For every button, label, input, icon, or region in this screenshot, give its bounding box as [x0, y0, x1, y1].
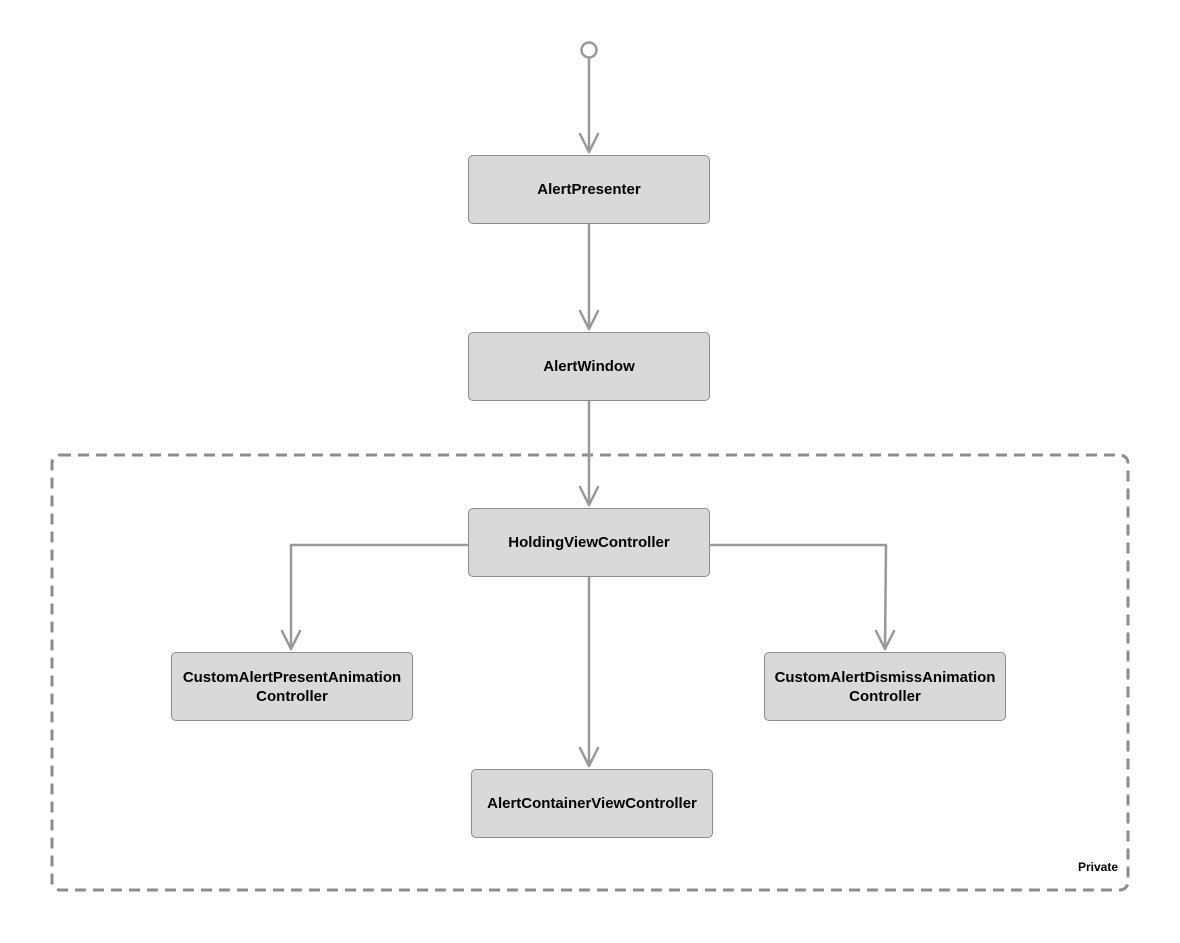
- node-dismiss-anim-label-line1: CustomAlertDismissAnimation: [774, 668, 996, 686]
- node-alert-container-view-controller: AlertContainerViewController: [471, 769, 713, 838]
- node-present-anim-label-line2: Controller: [256, 687, 328, 705]
- node-custom-alert-dismiss-animation-controller: CustomAlertDismissAnimation Controller: [764, 652, 1006, 721]
- node-dismiss-anim-label-line2: Controller: [849, 687, 921, 705]
- edge-window-to-holding: [578, 400, 600, 507]
- edge-holding-to-present-anim: [280, 543, 469, 651]
- node-holding-view-controller-label: HoldingViewController: [508, 534, 670, 551]
- node-alert-container-view-controller-label: AlertContainerViewController: [487, 795, 697, 812]
- node-present-anim-label-line1: CustomAlertPresentAnimation: [182, 668, 402, 686]
- node-holding-view-controller: HoldingViewController: [468, 508, 710, 577]
- edge-start-to-presenter: [578, 56, 600, 154]
- node-alert-presenter: AlertPresenter: [468, 155, 710, 224]
- node-alert-presenter-label: AlertPresenter: [537, 181, 641, 198]
- edge-holding-to-dismiss-anim: [709, 543, 896, 651]
- node-alert-window-label: AlertWindow: [543, 358, 635, 375]
- start-node: [580, 41, 598, 59]
- edge-presenter-to-window: [578, 223, 600, 331]
- private-group-label: Private: [1077, 860, 1118, 874]
- node-custom-alert-present-animation-controller: CustomAlertPresentAnimation Controller: [171, 652, 413, 721]
- node-alert-window: AlertWindow: [468, 332, 710, 401]
- edge-holding-to-container: [578, 576, 600, 768]
